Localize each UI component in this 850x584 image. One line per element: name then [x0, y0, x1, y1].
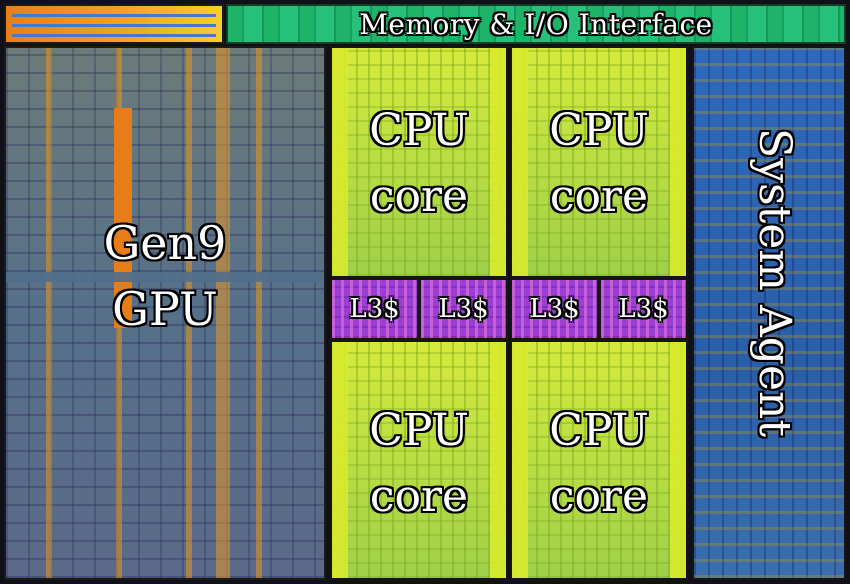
- l3-cache-slice-3: L3$: [510, 278, 599, 340]
- block-stripe: [12, 34, 216, 37]
- cpu-core-1-label: CPU core: [332, 98, 506, 230]
- cpu-detail: [490, 48, 506, 276]
- l3-label: L3$: [529, 294, 580, 324]
- cpu-core-2: CPU core: [510, 46, 688, 278]
- cpu-core-2-label: CPU core: [512, 98, 686, 230]
- gpu-region: Gen9 GPU: [4, 46, 326, 580]
- cpu-detail: [512, 48, 528, 276]
- cpu-label-line1: CPU: [549, 405, 649, 456]
- gpu-detail: [216, 48, 230, 578]
- cpu-detail: [670, 48, 686, 276]
- cpu-detail: [332, 342, 348, 578]
- gpu-label-line1: Gen9: [103, 216, 227, 270]
- cpu-label-line1: CPU: [369, 405, 469, 456]
- memory-io-interface-region: Memory & I/O Interface: [226, 4, 846, 44]
- gpu-label-line2: GPU: [112, 282, 218, 336]
- cpu-core-1: CPU core: [330, 46, 508, 278]
- cpu-core-4-label: CPU core: [512, 398, 686, 530]
- system-agent-region: System Agent: [692, 46, 846, 580]
- top-left-block: [4, 4, 224, 44]
- memory-io-label: Memory & I/O Interface: [359, 8, 713, 41]
- l3-cache-slice-1: L3$: [330, 278, 419, 340]
- cpu-label-line2: core: [549, 171, 649, 222]
- cpu-label-line2: core: [369, 171, 469, 222]
- system-agent-label: System Agent: [749, 128, 800, 438]
- cpu-label-line1: CPU: [369, 105, 469, 156]
- cpu-detail: [490, 342, 506, 578]
- cpu-core-3-label: CPU core: [332, 398, 506, 530]
- block-stripe: [12, 14, 216, 17]
- l3-label: L3$: [438, 294, 489, 324]
- cpu-detail: [332, 48, 348, 276]
- cpu-core-3: CPU core: [330, 340, 508, 580]
- gpu-detail: [6, 272, 324, 282]
- l3-label: L3$: [618, 294, 669, 324]
- l3-cache-slice-4: L3$: [599, 278, 688, 340]
- cpu-core-4: CPU core: [510, 340, 688, 580]
- cpu-detail: [670, 342, 686, 578]
- cpu-label-line2: core: [369, 471, 469, 522]
- block-stripe: [12, 24, 216, 27]
- cpu-label-line1: CPU: [549, 105, 649, 156]
- l3-cache-slice-2: L3$: [419, 278, 508, 340]
- cpu-label-line2: core: [549, 471, 649, 522]
- l3-label: L3$: [349, 294, 400, 324]
- cpu-detail: [512, 342, 528, 578]
